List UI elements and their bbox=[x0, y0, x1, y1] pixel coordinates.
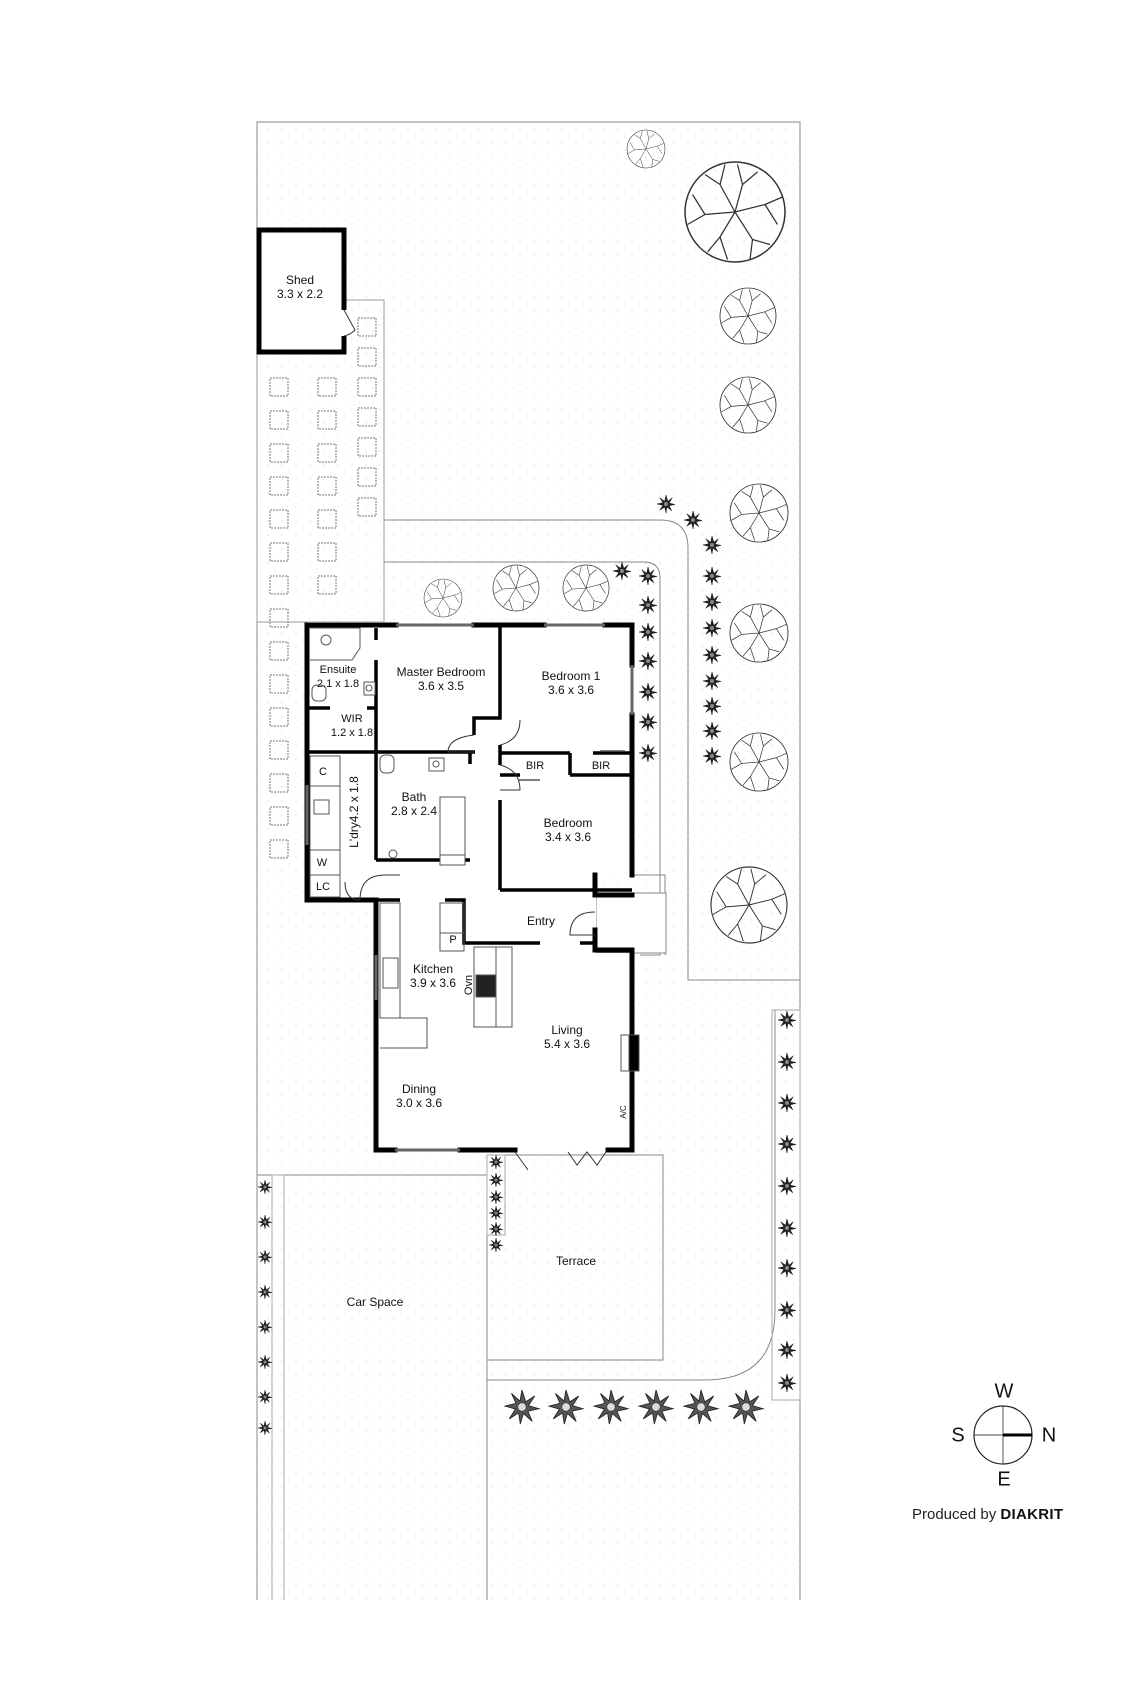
front-planter bbox=[771, 1009, 801, 1401]
shed-wall bbox=[256, 227, 347, 355]
room-dims: 3.3 x 2.2 bbox=[276, 287, 324, 301]
area-label-terrace: Terrace bbox=[555, 1254, 597, 1268]
room-dims: 1.2 x 1.8 bbox=[330, 727, 374, 739]
producer-credit: Produced by DIAKRIT bbox=[912, 1506, 1064, 1523]
fixture-label-pantry: P bbox=[449, 934, 457, 946]
fixture-label-cupboard: C bbox=[319, 766, 327, 778]
area-label-car-space: Car Space bbox=[346, 1295, 404, 1309]
fixture-label-oven: Ovn bbox=[463, 974, 475, 996]
room-dims: 3.6 x 3.6 bbox=[547, 683, 595, 697]
room-dims: 3.4 x 3.6 bbox=[544, 830, 592, 844]
fixture-label-bir: BIR bbox=[591, 760, 611, 772]
room-dims: 3.9 x 3.6 bbox=[409, 976, 457, 990]
windows bbox=[305, 623, 634, 1152]
fixtures bbox=[309, 627, 640, 1072]
side-planter bbox=[271, 1174, 285, 1600]
brand-logo: DIAKRIT bbox=[1000, 1506, 1064, 1523]
compass-west: W bbox=[994, 1380, 1014, 1403]
floor-plan bbox=[0, 121, 801, 1600]
room-dims: 2.8 x 2.4 bbox=[390, 804, 438, 818]
compass-icon bbox=[973, 1405, 1033, 1465]
compass-south: S bbox=[951, 1424, 965, 1447]
car-space-area bbox=[256, 1174, 488, 1600]
fixture-label-linen: LC bbox=[315, 881, 331, 893]
room-dims: 3.6 x 3.5 bbox=[417, 679, 465, 693]
fixture-label-aircon: A/C bbox=[619, 1105, 628, 1119]
front-path bbox=[487, 1010, 776, 1381]
room-label-laundry: L'dry4.2 x 1.8 bbox=[347, 776, 361, 848]
fixture-label-bir: BIR bbox=[525, 760, 545, 772]
garden-bed-inner bbox=[384, 561, 661, 956]
garden-bed-outer bbox=[384, 519, 800, 981]
compass-north: N bbox=[1041, 1424, 1057, 1447]
door-swings bbox=[344, 719, 607, 1171]
compass-east: E bbox=[997, 1468, 1011, 1491]
room-dims: 2.1 x 1.8 bbox=[316, 678, 360, 690]
terrace-area bbox=[486, 1154, 664, 1361]
room-dims: 4.2 x 1.8 bbox=[347, 776, 361, 823]
interior-walls bbox=[307, 625, 632, 945]
room-label-entry: Entry bbox=[526, 914, 556, 928]
room-dims: 5.4 x 3.6 bbox=[543, 1037, 591, 1051]
room-dims: 3.0 x 3.6 bbox=[395, 1096, 443, 1110]
paving-stones bbox=[269, 317, 377, 859]
fixture-label-washer: W bbox=[316, 857, 328, 869]
porch bbox=[595, 892, 667, 954]
